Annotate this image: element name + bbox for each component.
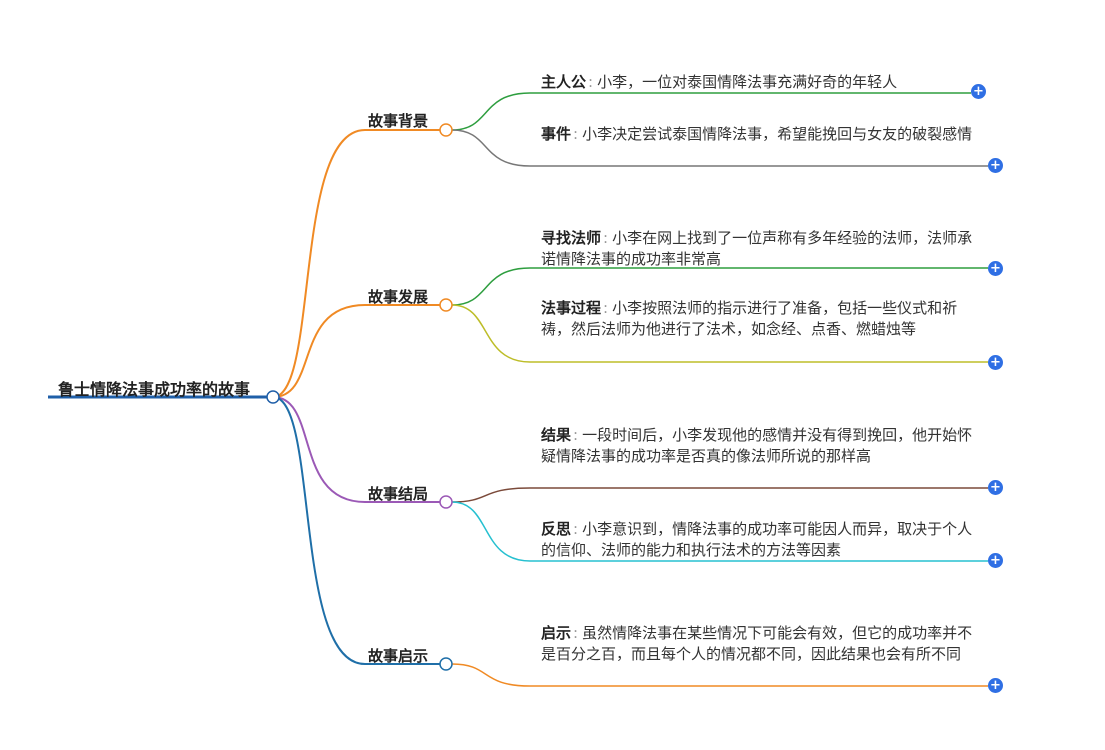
- branch-topic-background[interactable]: 故事背景: [368, 112, 429, 130]
- leaf-text: 小李决定尝试泰国情降法事，希望能挽回与女友的破裂感情: [582, 125, 973, 143]
- leaf-key: 结果: [541, 426, 572, 444]
- leaf-topic-lesson[interactable]: 启示:虽然情降法事在某些情况下可能会有效，但它的成功率并不是百分之百，而且每个人…: [541, 623, 977, 665]
- leaf-topic-find-master[interactable]: 寻找法师:小李在网上找到了一位声称有多年经验的法师，法师承诺情降法事的成功率非常…: [541, 228, 977, 270]
- leaf-key: 启示: [541, 624, 572, 642]
- branch-topic-development[interactable]: 故事发展: [368, 288, 429, 306]
- expand-plus-icon[interactable]: +: [988, 158, 1003, 173]
- branch-connector: [272, 396, 366, 503]
- branch-connector: [272, 129, 366, 398]
- leaf-text: 小李在网上找到了一位声称有多年经验的法师，法师承诺情降法事的成功率非常高: [541, 229, 973, 268]
- leaf-topic-protagonist[interactable]: 主人公:小李，一位对泰国情降法事充满好奇的年轻人: [541, 72, 977, 93]
- leaf-connector: [451, 487, 988, 503]
- expand-plus-icon[interactable]: +: [988, 480, 1003, 495]
- leaf-key: 反思: [541, 520, 572, 538]
- leaf-separator: :: [603, 299, 609, 317]
- leaf-separator: :: [573, 520, 579, 538]
- leaf-key: 事件: [541, 125, 572, 143]
- leaf-connector: [451, 92, 971, 131]
- leaf-key: 寻找法师: [541, 229, 602, 247]
- leaf-text: 小李按照法师的指示进行了准备，包括一些仪式和祈祷，然后法师为他进行了法术，如念经…: [541, 299, 958, 338]
- root-topic[interactable]: 鲁士情降法事成功率的故事: [58, 380, 251, 399]
- collapse-toggle-icon[interactable]: [439, 123, 453, 137]
- leaf-topic-reflection[interactable]: 反思:小李意识到，情降法事的成功率可能因人而异，取决于个人的信仰、法师的能力和执…: [541, 519, 977, 561]
- leaf-separator: :: [573, 624, 579, 642]
- leaf-text: 小李意识到，情降法事的成功率可能因人而异，取决于个人的信仰、法师的能力和执行法术…: [541, 520, 973, 559]
- leaf-key: 法事过程: [541, 299, 602, 317]
- leaf-text: 虽然情降法事在某些情况下可能会有效，但它的成功率并不是百分之百，而且每个人的情况…: [541, 624, 973, 663]
- leaf-text: 小李，一位对泰国情降法事充满好奇的年轻人: [597, 73, 898, 91]
- leaf-connector: [451, 663, 988, 687]
- leaf-separator: :: [573, 125, 579, 143]
- expand-plus-icon[interactable]: +: [988, 678, 1003, 693]
- leaf-text: 一段时间后，小李发现他的感情并没有得到挽回，他开始怀疑情降法事的成功率是否真的像…: [541, 426, 973, 465]
- leaf-topic-event[interactable]: 事件:小李决定尝试泰国情降法事，希望能挽回与女友的破裂感情: [541, 124, 977, 145]
- expand-plus-icon[interactable]: +: [988, 355, 1003, 370]
- branch-connector: [272, 396, 366, 665]
- collapse-toggle-icon[interactable]: [439, 298, 453, 312]
- collapse-toggle-icon[interactable]: [439, 657, 453, 671]
- collapse-toggle-icon[interactable]: [266, 390, 280, 404]
- branch-topic-ending[interactable]: 故事结局: [368, 485, 429, 503]
- leaf-connector: [451, 129, 988, 167]
- branch-connector: [272, 304, 366, 398]
- expand-plus-icon[interactable]: +: [971, 84, 986, 99]
- leaf-separator: :: [573, 426, 579, 444]
- expand-plus-icon[interactable]: +: [988, 261, 1003, 276]
- collapse-toggle-icon[interactable]: [439, 495, 453, 509]
- expand-plus-icon[interactable]: +: [988, 553, 1003, 568]
- leaf-key: 主人公: [541, 73, 587, 91]
- leaf-topic-result[interactable]: 结果:一段时间后，小李发现他的感情并没有得到挽回，他开始怀疑情降法事的成功率是否…: [541, 425, 977, 467]
- leaf-separator: :: [588, 73, 594, 91]
- leaf-connector: [451, 501, 988, 562]
- leaf-separator: :: [603, 229, 609, 247]
- leaf-topic-ritual-process[interactable]: 法事过程:小李按照法师的指示进行了准备，包括一些仪式和祈祷，然后法师为他进行了法…: [541, 298, 977, 340]
- leaf-connector: [451, 267, 988, 306]
- branch-topic-lesson[interactable]: 故事启示: [368, 647, 429, 665]
- leaf-connector: [451, 304, 988, 363]
